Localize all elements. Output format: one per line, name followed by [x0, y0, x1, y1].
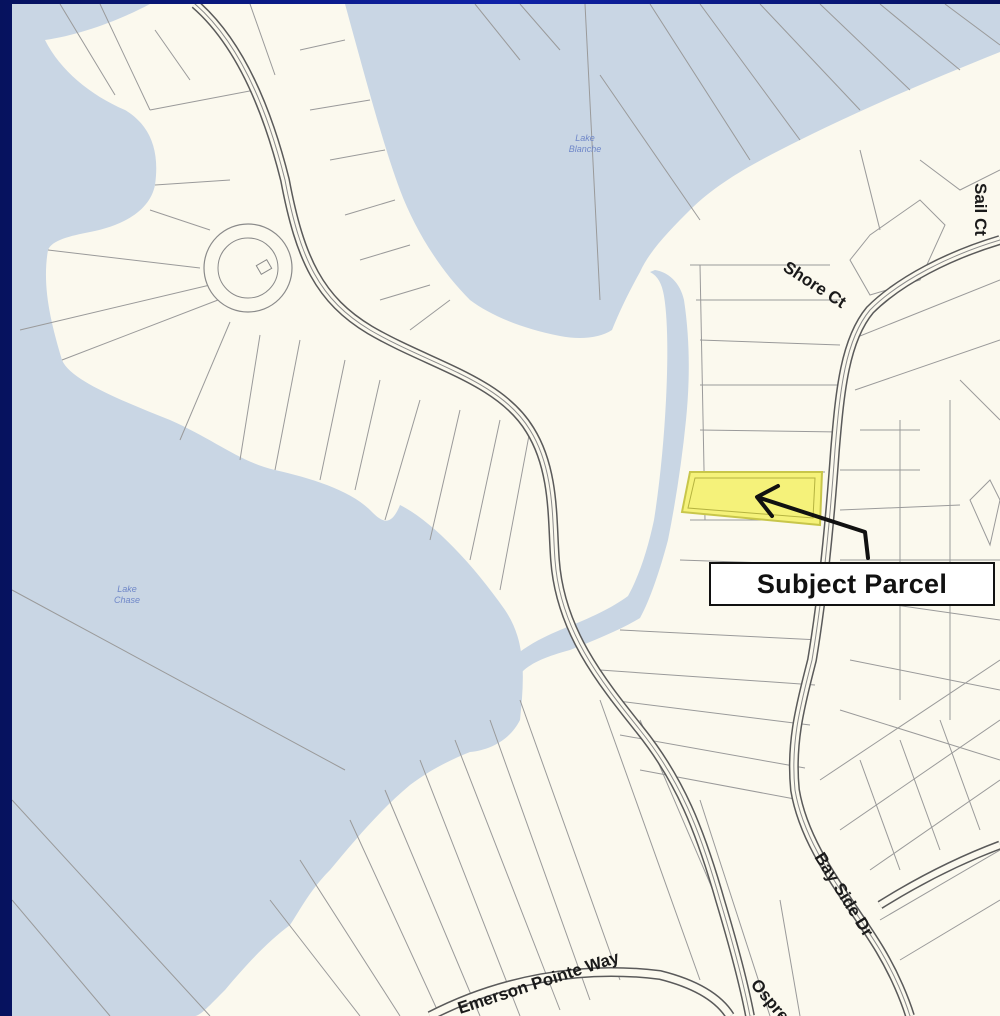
street-label-sail-ct: Sail Ct	[971, 183, 990, 236]
cul-de-sac	[203, 223, 293, 313]
roads	[191, 4, 1000, 1016]
water-bodies	[12, 4, 1000, 1016]
subject-parcel-callout: Subject Parcel	[709, 562, 995, 606]
subject-parcel-label: Subject Parcel	[756, 568, 948, 599]
channel-water	[510, 270, 689, 672]
parcel-lines	[12, 4, 1000, 1016]
lake-chase-water	[12, 4, 523, 1016]
subject-parcel[interactable]	[680, 471, 824, 527]
lake-blanche-water	[345, 4, 1000, 338]
callout-arrow	[755, 484, 870, 560]
